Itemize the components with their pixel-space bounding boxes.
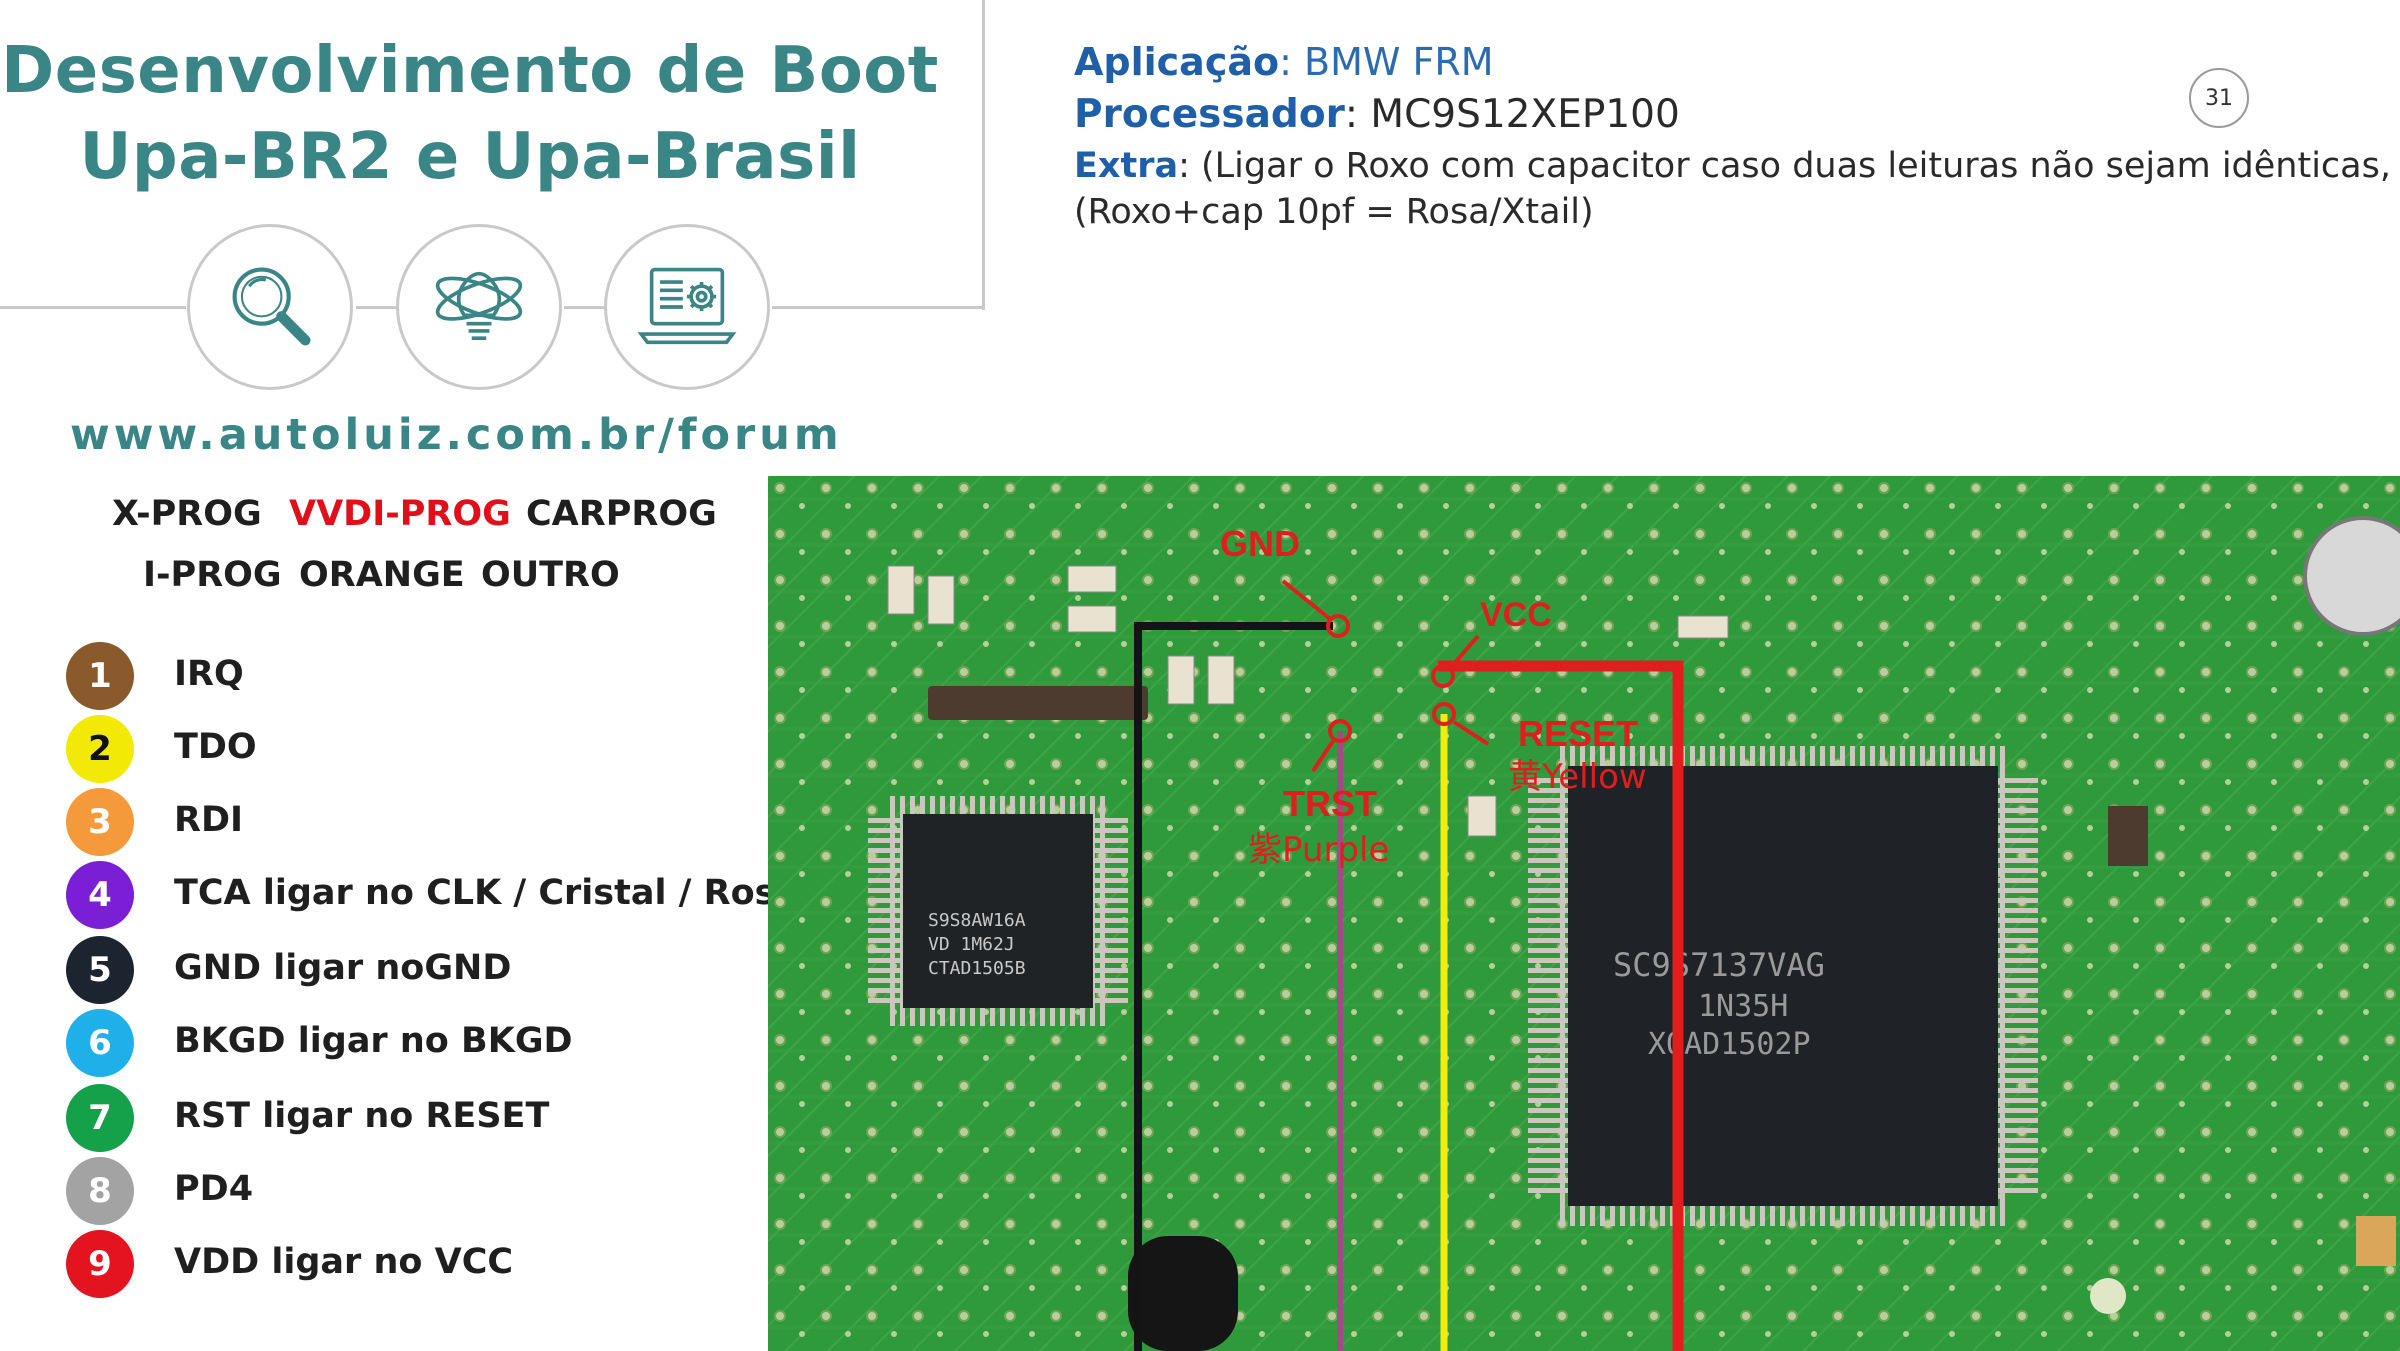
programmer-option: CARPROG xyxy=(526,494,717,534)
trst-label: TRST xyxy=(1283,783,1377,824)
trst-sub-label: 紫Purple xyxy=(1248,830,1389,870)
title-line-1: Desenvolvimento de Boot xyxy=(1,34,939,108)
header-divider xyxy=(356,306,398,309)
pin-label: IRQ xyxy=(174,654,244,694)
pin-label: TCA ligar no CLK / Cristal / Rosa xyxy=(174,873,800,913)
programmer-option: I-PROG xyxy=(143,555,282,595)
gnd-label: GND xyxy=(1220,523,1300,564)
extra-key: Extra xyxy=(1074,146,1179,186)
header-divider xyxy=(564,306,606,309)
page-number: 31 xyxy=(2189,68,2249,128)
application-line: Aplicação: BMW FRM xyxy=(1074,40,1494,84)
header-divider xyxy=(772,306,984,309)
pin-badge: 6 xyxy=(66,1009,134,1077)
pin-badge: 8 xyxy=(66,1157,134,1225)
pin-badge: 9 xyxy=(66,1230,134,1298)
magnifier-icon xyxy=(187,224,353,390)
chip-large-line: 1N35H xyxy=(1698,989,1788,1024)
programmer-option: X-PROG xyxy=(112,494,262,534)
pin-label: BKGD ligar no BKGD xyxy=(174,1021,573,1061)
pin-label: RDI xyxy=(174,800,244,840)
pin-badge: 4 xyxy=(66,861,134,929)
processor-line: Processador: MC9S12XEP100 xyxy=(1074,92,1680,137)
pin-label: TDO xyxy=(174,727,257,767)
extra-line-2: (Roxo+cap 10pf = Rosa/Xtail) xyxy=(1074,192,1594,232)
reset-sub-label: 黄Yellow xyxy=(1508,757,1647,797)
pcb-board-photo: S9S8AW16A VD 1M62J CTAD1505B SC9S7137VAG… xyxy=(768,476,2400,1351)
pin-label: RST ligar no RESET xyxy=(174,1096,550,1136)
pin-label: PD4 xyxy=(174,1169,254,1209)
header-divider xyxy=(0,306,186,309)
processor-value: MC9S12XEP100 xyxy=(1370,92,1680,137)
chip-large-line: SC9S7137VAG xyxy=(1613,946,1825,984)
chip-small-line: VD 1M62J xyxy=(928,934,1015,955)
pin-badge: 1 xyxy=(66,642,134,710)
chip-large-line: XQAD1502P xyxy=(1648,1027,1811,1062)
pin-badge: 2 xyxy=(66,715,134,783)
application-value: BMW FRM xyxy=(1304,40,1494,84)
pin-label: GND ligar noGND xyxy=(174,948,512,988)
vcc-label: VCC xyxy=(1480,596,1552,634)
chip-small-line: CTAD1505B xyxy=(928,958,1026,979)
application-key: Aplicação xyxy=(1074,40,1280,84)
lightbulb-icon xyxy=(396,224,562,390)
extra-text: : (Ligar o Roxo com capacitor caso duas … xyxy=(1178,146,2391,186)
pin-badge: 5 xyxy=(66,936,134,1004)
header-divider-vertical xyxy=(982,0,985,310)
pin-badge: 3 xyxy=(66,788,134,856)
title-line-2: Upa-BR2 e Upa-Brasil xyxy=(79,120,861,194)
pin-badge: 7 xyxy=(66,1084,134,1152)
laptop-gear-icon xyxy=(604,224,770,390)
programmer-option: OUTRO xyxy=(481,555,620,595)
pin-label: VDD ligar no VCC xyxy=(174,1242,514,1282)
chip-small-line: S9S8AW16A xyxy=(928,910,1026,931)
programmer-option-selected: VVDI-PROG xyxy=(289,494,511,534)
site-url[interactable]: www.autoluiz.com.br/forum xyxy=(70,410,843,460)
extra-line: Extra: (Ligar o Roxo com capacitor caso … xyxy=(1074,146,2391,186)
processor-key: Processador xyxy=(1074,92,1345,137)
reset-label: RESET xyxy=(1518,713,1638,754)
programmer-option: ORANGE xyxy=(299,555,465,595)
